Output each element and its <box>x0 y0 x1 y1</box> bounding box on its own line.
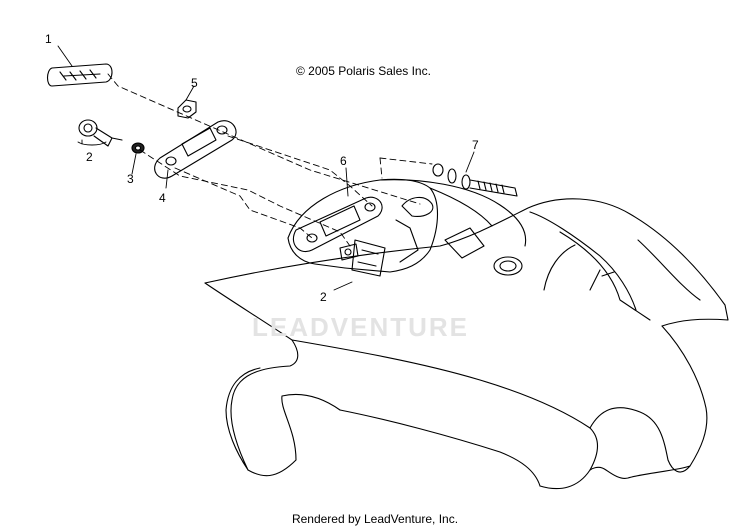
callout-6: 6 <box>340 154 347 168</box>
nut <box>177 99 197 119</box>
copyright-notice: © 2005 Polaris Sales Inc. <box>296 64 431 78</box>
bracket-plate <box>154 120 237 179</box>
callout-2-upper: 2 <box>86 150 93 164</box>
bolt-assembly <box>432 163 518 197</box>
callout-5: 5 <box>191 76 198 90</box>
callout-3: 3 <box>127 172 134 186</box>
guide-lines <box>107 73 433 247</box>
callout-4: 4 <box>159 191 166 205</box>
callout-1: 1 <box>45 32 52 46</box>
watermark: LEADVENTURE <box>252 312 470 342</box>
footer-credit: Rendered by LeadVenture, Inc. <box>291 512 459 526</box>
tail-light-housing <box>287 178 527 276</box>
callout-7: 7 <box>472 138 479 152</box>
callout-2-lower: 2 <box>320 290 327 304</box>
leader-lines <box>57 45 475 291</box>
rear-fender <box>204 198 729 490</box>
bulb-socket <box>78 119 123 147</box>
light-socket-mounted <box>339 239 386 277</box>
license-bracket-mounted <box>292 196 383 252</box>
lens <box>46 63 113 87</box>
